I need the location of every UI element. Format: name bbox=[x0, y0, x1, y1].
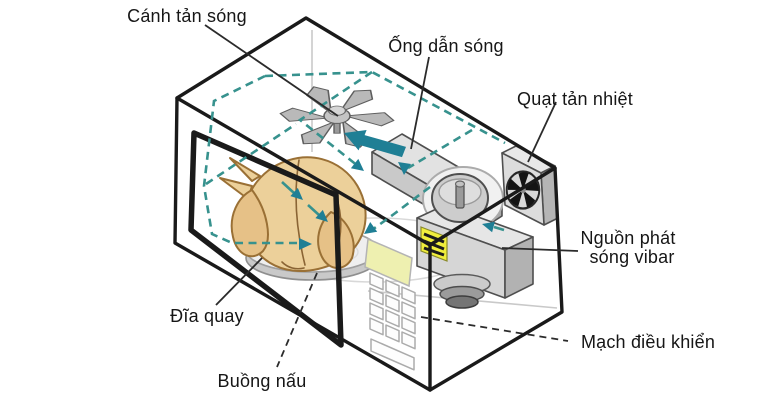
label-stirrer: Cánh tản sóng bbox=[127, 6, 247, 26]
ray-arrows bbox=[290, 130, 495, 250]
labels: Cánh tản sóng Ống dẫn sóng Quạt tản nhiệ… bbox=[127, 6, 715, 391]
leader-control-board bbox=[420, 316, 569, 342]
leader-waveguide bbox=[410, 56, 430, 150]
label-cooking-chamber: Buồng nấu bbox=[218, 371, 307, 391]
microwave-rays bbox=[202, 70, 506, 245]
label-control-board: Mạch điều khiển bbox=[581, 332, 715, 352]
label-magnetron-2: sóng vibar bbox=[589, 247, 674, 267]
label-waveguide: Ống dẫn sóng bbox=[388, 35, 504, 56]
control-panel bbox=[364, 237, 416, 371]
leader-lines bbox=[204, 24, 579, 368]
cabinet-outline bbox=[173, 16, 564, 392]
leader-turntable bbox=[215, 257, 263, 306]
leader-stirrer bbox=[204, 24, 339, 117]
oven-door bbox=[188, 130, 344, 348]
label-turntable: Đĩa quay bbox=[170, 306, 244, 326]
label-cooling-fan: Quạt tản nhiệt bbox=[517, 89, 633, 109]
leader-cooling-fan bbox=[527, 101, 557, 163]
magnetron bbox=[416, 166, 534, 309]
feed-arrow bbox=[344, 130, 406, 158]
display-window bbox=[364, 237, 413, 288]
leader-magnetron bbox=[501, 247, 579, 252]
leader-cooking-chamber bbox=[276, 272, 318, 368]
keypad bbox=[369, 272, 416, 371]
label-magnetron-1: Nguồn phát bbox=[580, 228, 675, 248]
